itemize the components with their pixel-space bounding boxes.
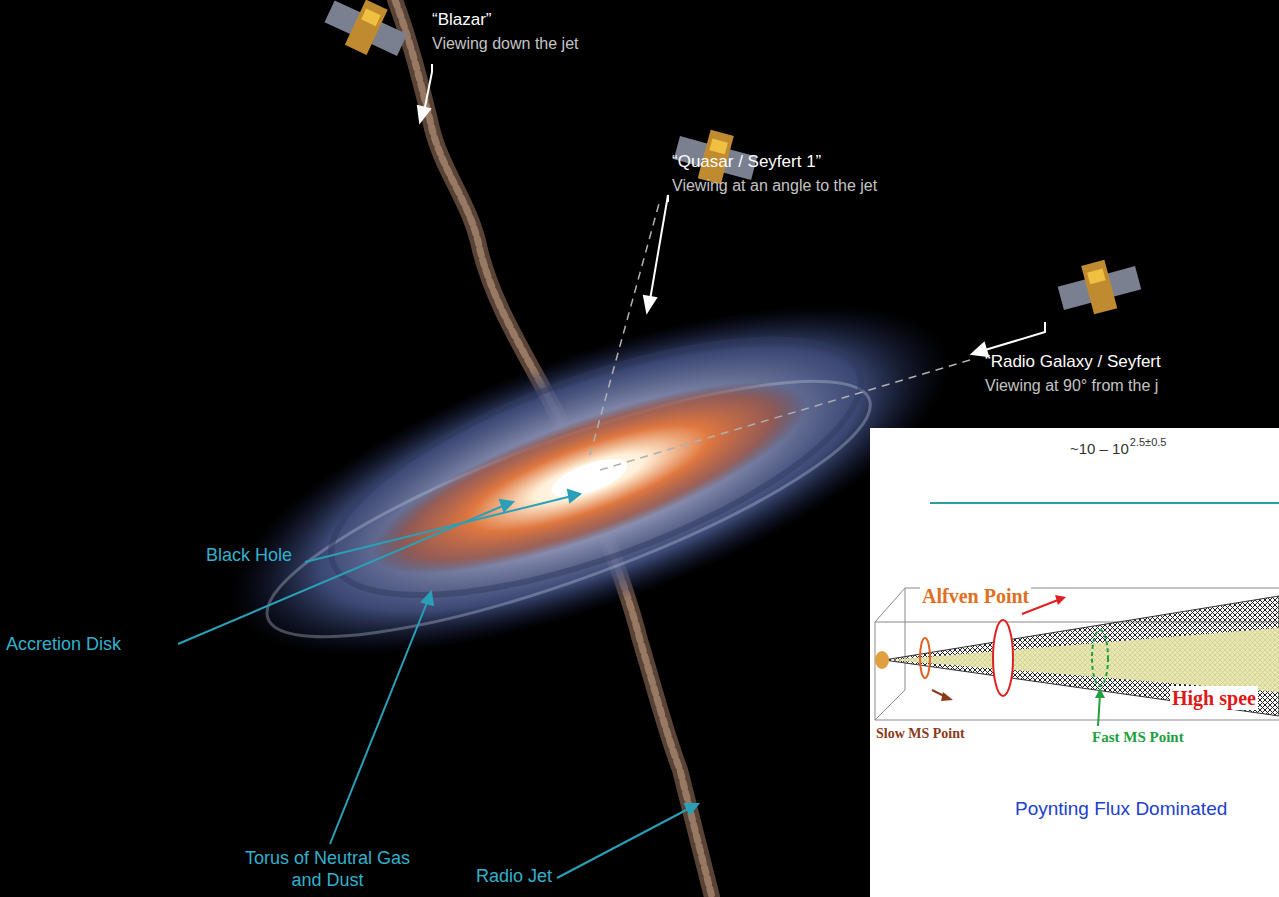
view-note: Viewing at an angle to the jet [672, 176, 877, 195]
black-hole [580, 473, 590, 483]
view-title: “Quasar / Seyfert 1” [672, 152, 821, 172]
part-label: Black Hole [206, 545, 292, 567]
jet-diagram [870, 428, 1279, 897]
part-label: Accretion Disk [6, 634, 121, 656]
caption-label: Poynting Flux Dominated [1015, 798, 1227, 821]
point-label: Slow MS Point [876, 726, 965, 743]
part-label: Torus of Neutral Gas and Dust [240, 848, 415, 891]
inset-panel: ~10 – 102.5±0.5Alfven PointSlow MS Point… [870, 428, 1279, 897]
view-note: Viewing at 90° from the j [985, 376, 1158, 395]
view-arrow [418, 64, 1045, 356]
leader-line [178, 490, 698, 878]
view-note: Viewing down the jet [432, 34, 578, 53]
scale-exponent: 2.5±0.5 [1130, 436, 1167, 449]
region-label: High spee [1170, 686, 1258, 710]
view-title: “Blazar” [432, 10, 492, 30]
view-title: “Radio Galaxy / Seyfert [985, 352, 1161, 372]
point-label: Alfven Point [920, 584, 1031, 608]
scale-text: ~10 – 10 [1070, 440, 1129, 458]
part-label: Radio Jet [476, 866, 552, 888]
satellite-icon [1054, 253, 1144, 322]
sight-line [590, 200, 660, 455]
satellite-icon [319, 0, 413, 67]
point-label: Fast MS Point [1092, 728, 1184, 746]
